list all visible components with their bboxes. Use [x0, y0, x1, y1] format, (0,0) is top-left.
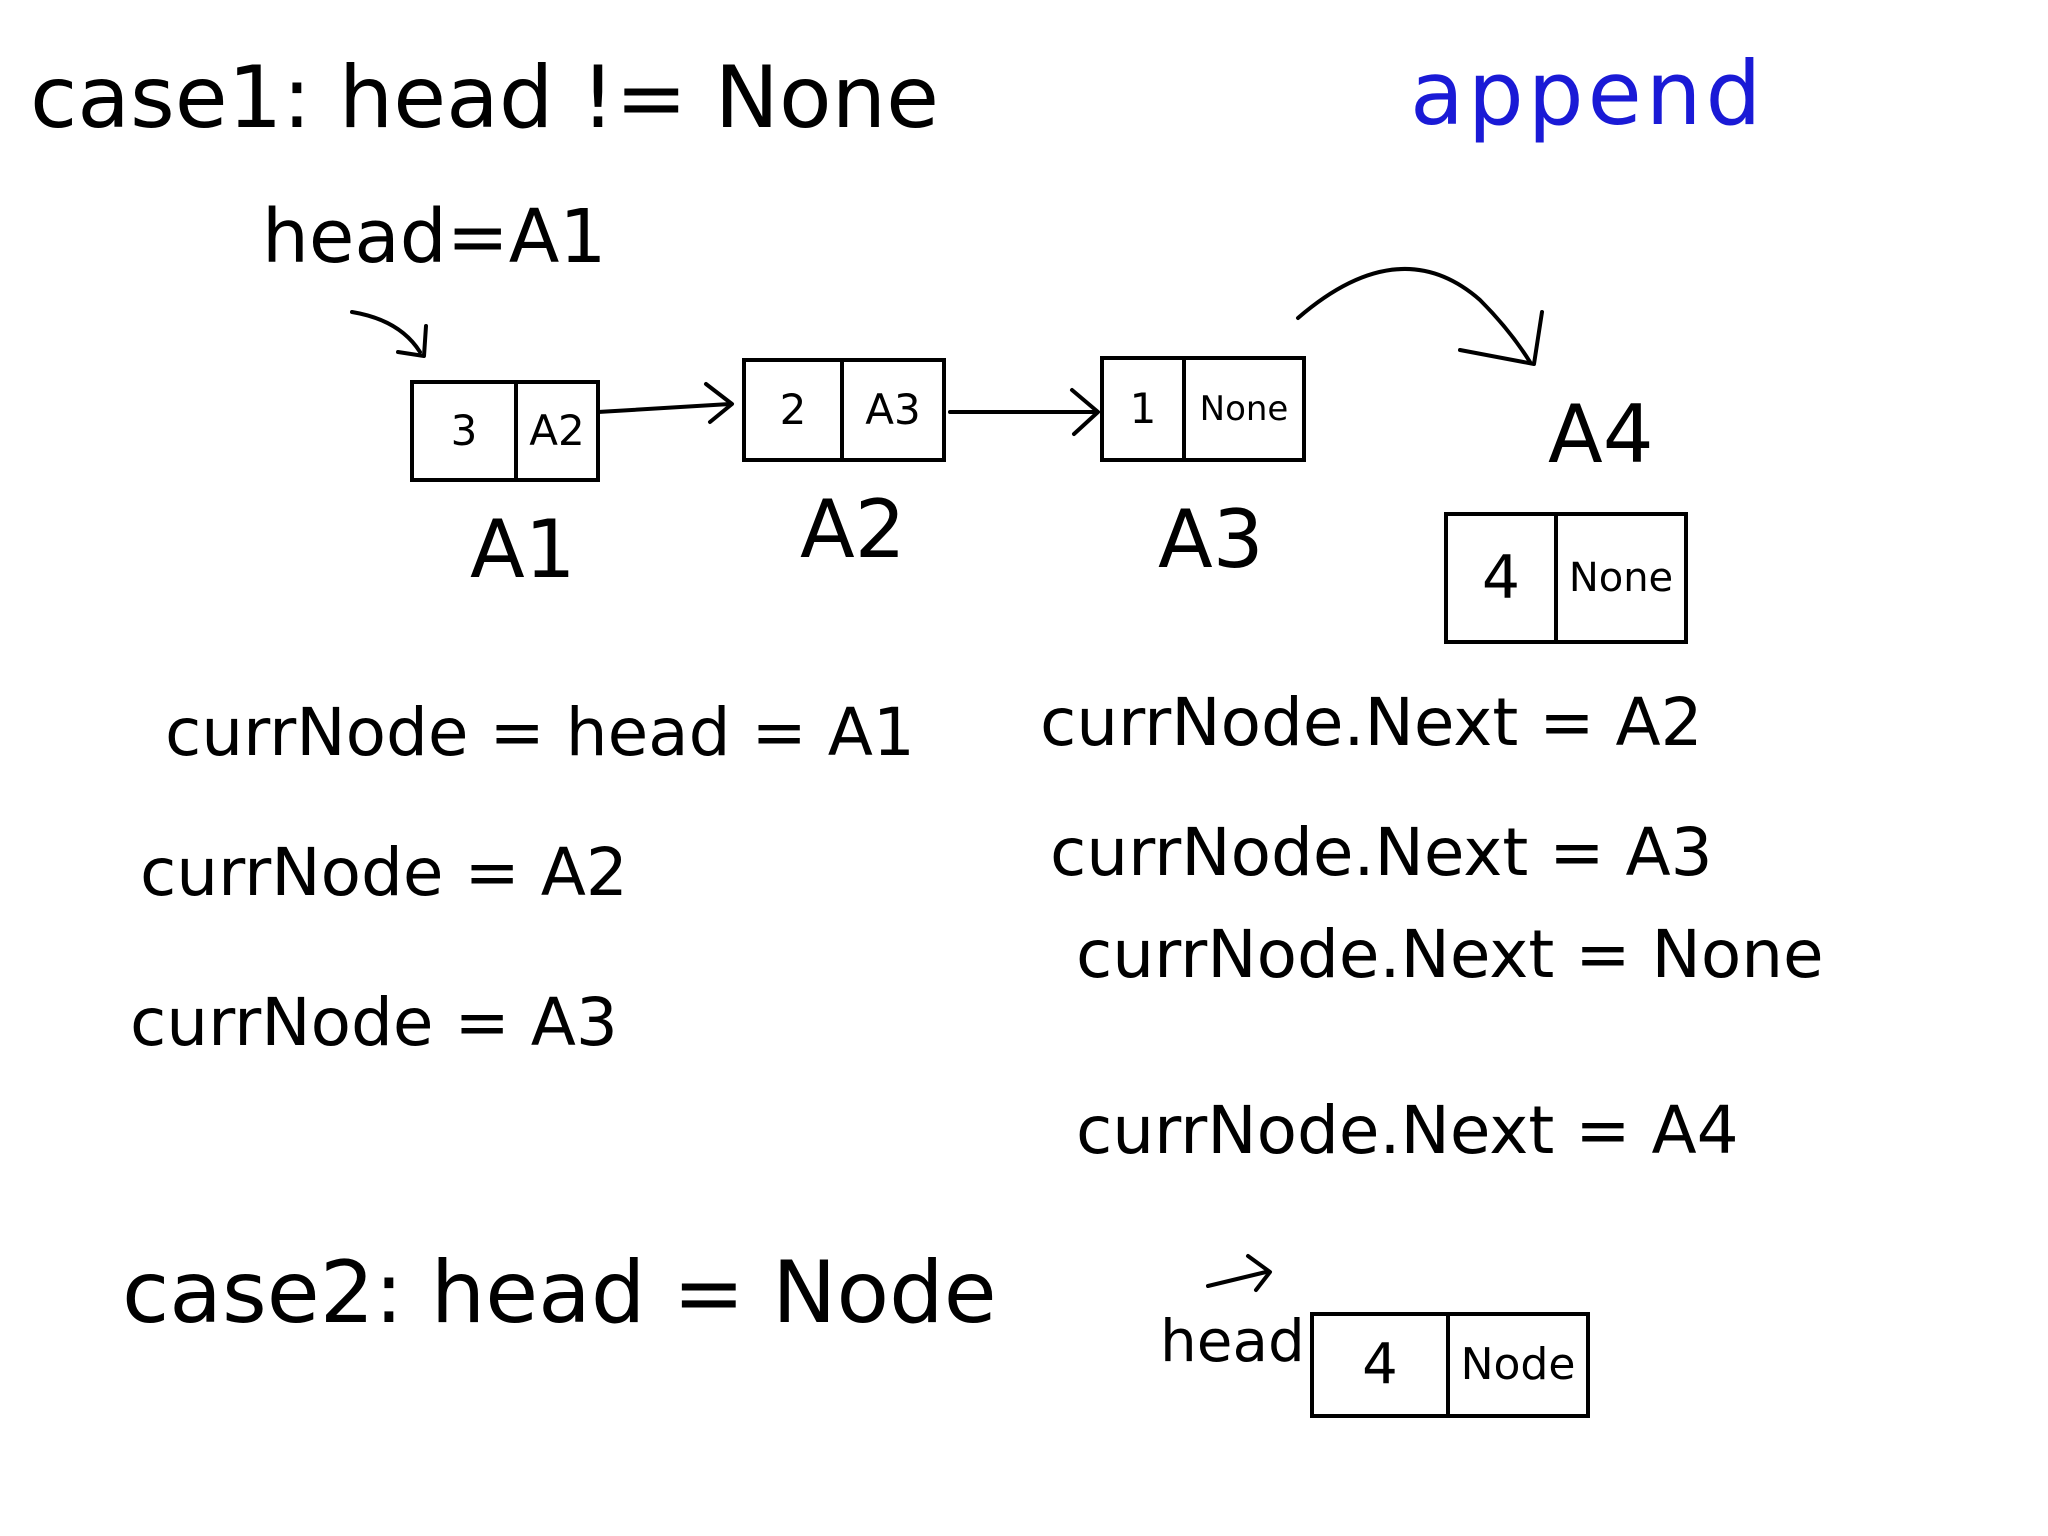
node-next: None [1199, 389, 1289, 429]
list-node-a1: 3 A2 [410, 380, 600, 482]
case2-node: 4 Node [1310, 1312, 1590, 1418]
step-right-3: currNode.Next = None [1076, 916, 1824, 993]
node-value: 4 [1448, 516, 1558, 640]
list-node-a3: 1 None [1100, 356, 1306, 462]
step-left-3: currNode = A3 [130, 984, 618, 1061]
node-next: Node [1460, 1339, 1576, 1390]
arrow-a1-a2 [596, 402, 732, 414]
step-right-1: currNode.Next = A2 [1040, 684, 1703, 761]
node-value: 1 [1104, 360, 1186, 458]
case2-heading: case2: head = Node [122, 1243, 997, 1343]
node-label-a3: A3 [1158, 493, 1264, 586]
arrow-a3-a4 [1296, 267, 1532, 364]
head-pointer-arrow [350, 310, 422, 354]
step-right-4: currNode.Next = A4 [1076, 1092, 1739, 1169]
list-node-a4: 4 None [1444, 512, 1688, 644]
diagram-title: append [1410, 42, 1766, 145]
node-label-a2: A2 [800, 483, 906, 576]
step-left-2: currNode = A2 [140, 834, 628, 911]
node-next: None [1568, 555, 1674, 601]
node-value: 2 [746, 362, 844, 458]
node-next: A3 [865, 385, 921, 434]
case1-heading: case1: head != None [30, 48, 940, 148]
node-next: A2 [529, 406, 585, 455]
step-right-2: currNode.Next = A3 [1050, 814, 1713, 891]
node-label-a1: A1 [470, 503, 576, 596]
node-value: 4 [1314, 1316, 1450, 1414]
node-value: 3 [414, 384, 518, 478]
case2-head-label: head [1160, 1307, 1305, 1375]
node-label-a4: A4 [1548, 388, 1654, 481]
head-pointer-label: head=A1 [262, 194, 607, 280]
case2-head-arrow [1206, 1270, 1268, 1288]
step-left-1: currNode = head = A1 [165, 694, 915, 771]
list-node-a2: 2 A3 [742, 358, 946, 462]
